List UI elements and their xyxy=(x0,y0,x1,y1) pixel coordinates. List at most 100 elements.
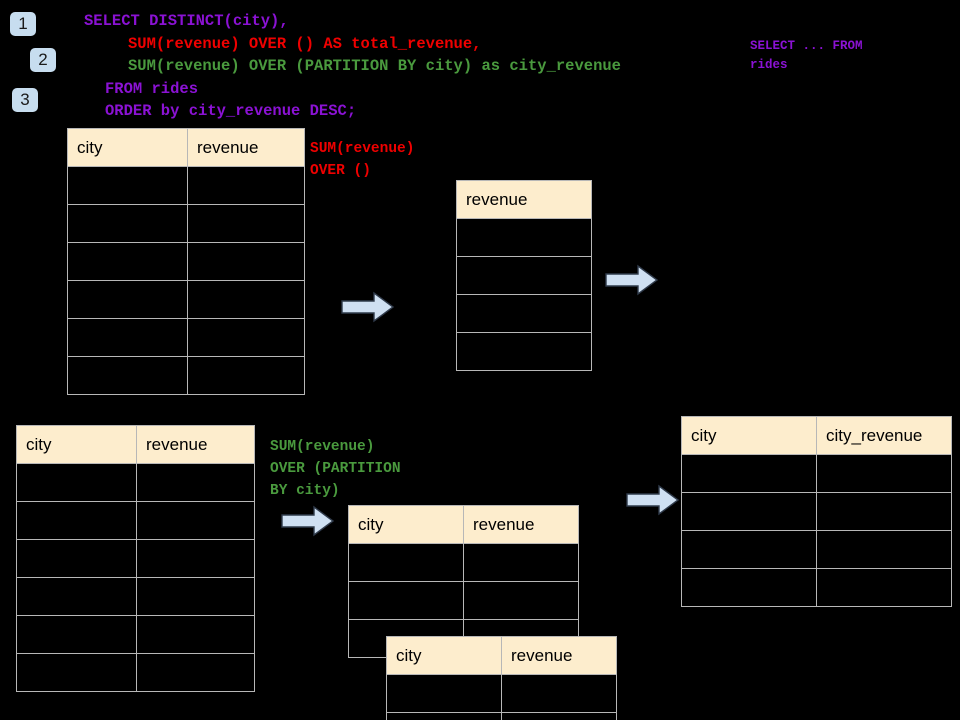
sql-note-select-from-rides: SELECT ... FROM rides xyxy=(750,39,863,72)
arrow-source-to-partition-icon xyxy=(281,505,335,537)
column-header-revenue: revenue xyxy=(456,180,592,219)
table-header-row: revenue xyxy=(456,180,592,219)
cell-city-revenue xyxy=(816,454,952,493)
table-row xyxy=(456,332,592,371)
cell-city-revenue xyxy=(816,492,952,531)
cell-city xyxy=(386,674,502,713)
annotation-sum-over-partition: SUM(revenue) OVER (PARTITION BY city) xyxy=(270,439,401,499)
cell-city xyxy=(67,318,188,357)
table-source-bottom: city revenue xyxy=(16,425,255,692)
table-header-row: city revenue xyxy=(16,425,255,464)
table-body xyxy=(456,218,592,371)
cell-revenue xyxy=(136,539,255,578)
step-badge-3: 3 xyxy=(12,88,38,112)
cell-city xyxy=(348,543,464,582)
table-body xyxy=(386,674,617,720)
sql-line-order-by: ORDER by city_revenue DESC; xyxy=(105,102,357,120)
cell-city xyxy=(16,577,137,616)
table-body xyxy=(67,166,305,395)
cell-revenue xyxy=(136,615,255,654)
column-header-city: city xyxy=(16,425,137,464)
cell-city xyxy=(681,568,817,607)
table-row xyxy=(456,218,592,257)
cell-revenue xyxy=(456,332,592,371)
column-header-revenue: revenue xyxy=(501,636,617,675)
cell-revenue xyxy=(501,674,617,713)
table-row xyxy=(67,280,305,319)
cell-city xyxy=(681,492,817,531)
cell-city xyxy=(16,539,137,578)
table-row xyxy=(16,577,255,616)
cell-city xyxy=(681,454,817,493)
step-badge-1: 1 xyxy=(10,12,36,36)
column-header-revenue: revenue xyxy=(463,505,579,544)
cell-revenue xyxy=(136,501,255,540)
table-row xyxy=(16,539,255,578)
column-header-city: city xyxy=(348,505,464,544)
cell-city xyxy=(67,242,188,281)
cell-revenue xyxy=(187,356,305,395)
table-result: city city_revenue xyxy=(681,416,952,607)
cell-revenue xyxy=(187,242,305,281)
table-row xyxy=(67,318,305,357)
table-row xyxy=(681,454,952,493)
cell-city-revenue xyxy=(816,530,952,569)
cell-city xyxy=(16,501,137,540)
table-header-row: city revenue xyxy=(348,505,579,544)
column-header-city-revenue: city_revenue xyxy=(816,416,952,455)
table-body xyxy=(16,463,255,692)
arrow-total-to-result-icon xyxy=(605,264,659,296)
table-body xyxy=(681,454,952,607)
table-row xyxy=(386,674,617,713)
column-header-city: city xyxy=(681,416,817,455)
table-total-revenue: revenue xyxy=(456,180,592,371)
cell-revenue xyxy=(463,543,579,582)
cell-city xyxy=(67,166,188,205)
step-badge-2: 2 xyxy=(30,48,56,72)
sql-line-sum-over-empty: SUM(revenue) OVER () AS total_revenue, xyxy=(128,35,482,53)
annotation-sum-over-empty: SUM(revenue) OVER () xyxy=(310,141,415,179)
column-header-city: city xyxy=(67,128,188,167)
cell-revenue xyxy=(136,577,255,616)
table-row xyxy=(348,581,579,620)
cell-revenue xyxy=(187,166,305,205)
table-row xyxy=(681,492,952,531)
arrow-partition-to-result-icon xyxy=(626,484,680,516)
table-row xyxy=(16,501,255,540)
cell-city xyxy=(67,356,188,395)
cell-city xyxy=(386,712,502,720)
table-row xyxy=(456,294,592,333)
column-header-revenue: revenue xyxy=(136,425,255,464)
table-row xyxy=(67,166,305,205)
column-header-revenue: revenue xyxy=(187,128,305,167)
cell-revenue xyxy=(456,294,592,333)
column-header-city: city xyxy=(386,636,502,675)
cell-city xyxy=(67,280,188,319)
cell-revenue xyxy=(187,280,305,319)
table-row xyxy=(681,568,952,607)
table-row xyxy=(16,615,255,654)
cell-revenue xyxy=(463,581,579,620)
arrow-source-to-total-icon xyxy=(341,291,395,323)
cell-revenue xyxy=(187,318,305,357)
cell-revenue xyxy=(136,463,255,502)
table-row xyxy=(456,256,592,295)
table-row xyxy=(16,653,255,692)
cell-city xyxy=(16,615,137,654)
cell-revenue xyxy=(136,653,255,692)
sql-line-sum-over-partition: SUM(revenue) OVER (PARTITION BY city) as… xyxy=(128,57,621,75)
cell-revenue xyxy=(187,204,305,243)
table-row xyxy=(681,530,952,569)
cell-city xyxy=(67,204,188,243)
cell-revenue xyxy=(456,218,592,257)
cell-city xyxy=(16,463,137,502)
table-row xyxy=(67,204,305,243)
cell-revenue xyxy=(501,712,617,720)
table-header-row: city revenue xyxy=(386,636,617,675)
sql-line-select: SELECT DISTINCT(city), xyxy=(84,12,289,30)
table-row xyxy=(16,463,255,502)
cell-revenue xyxy=(456,256,592,295)
table-row xyxy=(67,356,305,395)
cell-city xyxy=(16,653,137,692)
